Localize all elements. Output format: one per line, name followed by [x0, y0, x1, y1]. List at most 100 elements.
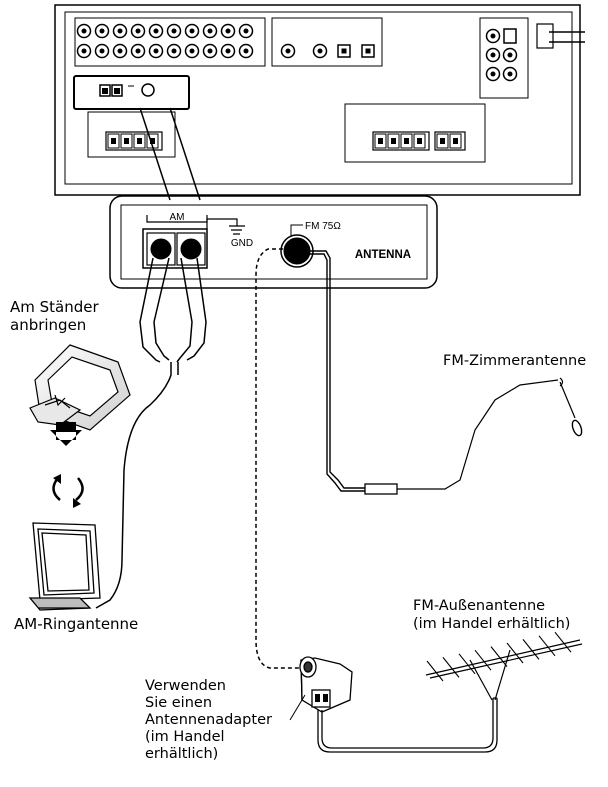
rear-jack: [94, 43, 110, 59]
speaker-terminal-center: [378, 138, 383, 144]
yagi-element: [474, 649, 492, 671]
rear-jack-array: [76, 23, 518, 82]
adapter-line-1: Verwenden: [145, 678, 226, 694]
rear-jack: [76, 43, 92, 59]
rear-jack: [184, 43, 200, 59]
rear-jack-center: [490, 33, 496, 39]
rear-jack-center: [135, 48, 141, 54]
antenna-panel-title: ANTENNA: [355, 249, 411, 261]
rear-jack-center: [243, 28, 249, 34]
am-antenna-wire: [95, 257, 207, 609]
fm-outdoor-antenna-label: FM-Außenantenne (im Handel erhältlich): [413, 597, 570, 633]
am-loop-antenna: [28, 522, 101, 611]
yagi-element: [490, 646, 508, 667]
rear-jack: [76, 23, 92, 39]
rear-jack-center: [117, 48, 123, 54]
rear-jack-center: [153, 28, 159, 34]
rear-jack-center: [171, 48, 177, 54]
rear-jack: [202, 23, 218, 39]
yagi-element: [538, 635, 556, 657]
rear-square-jack: [337, 44, 351, 58]
fm-terminal-label: FM 75Ω: [305, 221, 341, 232]
rear-jack-center: [285, 48, 291, 54]
speaker-terminal-center: [150, 138, 155, 144]
rear-jack-center: [189, 28, 195, 34]
rear-jack-center: [99, 48, 105, 54]
stand-instruction-line2: anbringen: [10, 316, 87, 334]
rear-jack-center: [99, 28, 105, 34]
antenna-adapter-label: Verwenden Sie einen Antennenadapter (im …: [145, 678, 272, 763]
speaker-terminal-center: [124, 138, 129, 144]
speaker-terminals: [105, 131, 466, 151]
rear-jack: [112, 23, 128, 39]
speaker-terminal: [449, 133, 462, 149]
receiver-rear-panel: [54, 4, 585, 196]
rear-jack-center: [207, 48, 213, 54]
rear-jack-center: [135, 28, 141, 34]
rear-jack: [184, 23, 200, 39]
gnd-terminal-label: GND: [231, 238, 253, 249]
speaker-terminal-center: [137, 138, 142, 144]
speaker-terminal-center: [391, 138, 396, 144]
rear-jack: [94, 23, 110, 39]
rear-jack-center: [117, 28, 123, 34]
am-loop-antenna-label: AM-Ringantenne: [14, 615, 139, 633]
adapter-line-3: Antennenadapter: [145, 712, 272, 728]
rotate-arrows-icon: [52, 474, 84, 508]
rear-jack: [130, 43, 146, 59]
fm-outdoor-line2: (im Handel erhältlich): [413, 616, 571, 632]
rear-jack: [220, 23, 236, 39]
rear-jack-center: [171, 28, 177, 34]
speaker-terminal-center: [404, 138, 409, 144]
speaker-terminal: [133, 133, 146, 149]
speaker-terminal: [387, 133, 400, 149]
rear-jack-center: [81, 48, 87, 54]
rear-jack: [238, 23, 254, 39]
rear-square-jack-center: [365, 48, 371, 54]
rear-jack: [148, 43, 164, 59]
speaker-terminal: [400, 133, 413, 149]
down-arrow-icon: [50, 430, 82, 446]
yagi-element: [458, 653, 476, 675]
speaker-terminal-block: [372, 131, 430, 151]
rear-jack-center: [490, 71, 496, 77]
speaker-terminal-center: [440, 138, 445, 144]
speaker-terminal: [107, 133, 120, 149]
rear-square-jack: [503, 28, 517, 44]
speaker-terminal-center: [111, 138, 116, 144]
rear-jack-center: [507, 52, 513, 58]
rear-square-jack: [361, 44, 375, 58]
speaker-terminal: [374, 133, 387, 149]
am-terminal-label: AM: [170, 212, 185, 223]
unit-antenna-terminals: [99, 83, 155, 97]
rear-jack: [502, 66, 518, 82]
rear-jack: [485, 28, 501, 44]
rear-jack-center: [243, 48, 249, 54]
antenna-panel-enlarged: [109, 195, 438, 289]
speaker-terminal-block: [434, 131, 466, 151]
fm-outdoor-cable-dashed: [255, 248, 300, 669]
rear-jack: [148, 23, 164, 39]
am-loop-antenna-stand: [29, 344, 131, 431]
speaker-terminal-center: [417, 138, 422, 144]
rear-jack-center: [507, 71, 513, 77]
rear-jack: [485, 66, 501, 82]
fm-indoor-antenna-label: FM-Zimmerantenne: [443, 353, 587, 369]
rear-jack: [280, 43, 296, 59]
yagi-element: [442, 657, 460, 678]
rear-jack-center: [153, 48, 159, 54]
speaker-terminal: [413, 133, 426, 149]
stand-instruction-line1: Am Ständer: [10, 298, 99, 316]
rear-jack: [112, 43, 128, 59]
fm-indoor-antenna-wire: [308, 250, 583, 495]
speaker-terminal-center: [453, 138, 458, 144]
yagi-element: [554, 631, 572, 653]
rear-jack: [202, 43, 218, 59]
adapter-to-outdoor-cable: [317, 698, 498, 753]
rear-jack-center: [490, 52, 496, 58]
adapter-line-4: (im Handel: [145, 729, 225, 745]
fm-outdoor-line1: FM-Außenantenne: [413, 598, 546, 614]
rear-jack-center: [189, 48, 195, 54]
yagi-element: [426, 660, 444, 682]
